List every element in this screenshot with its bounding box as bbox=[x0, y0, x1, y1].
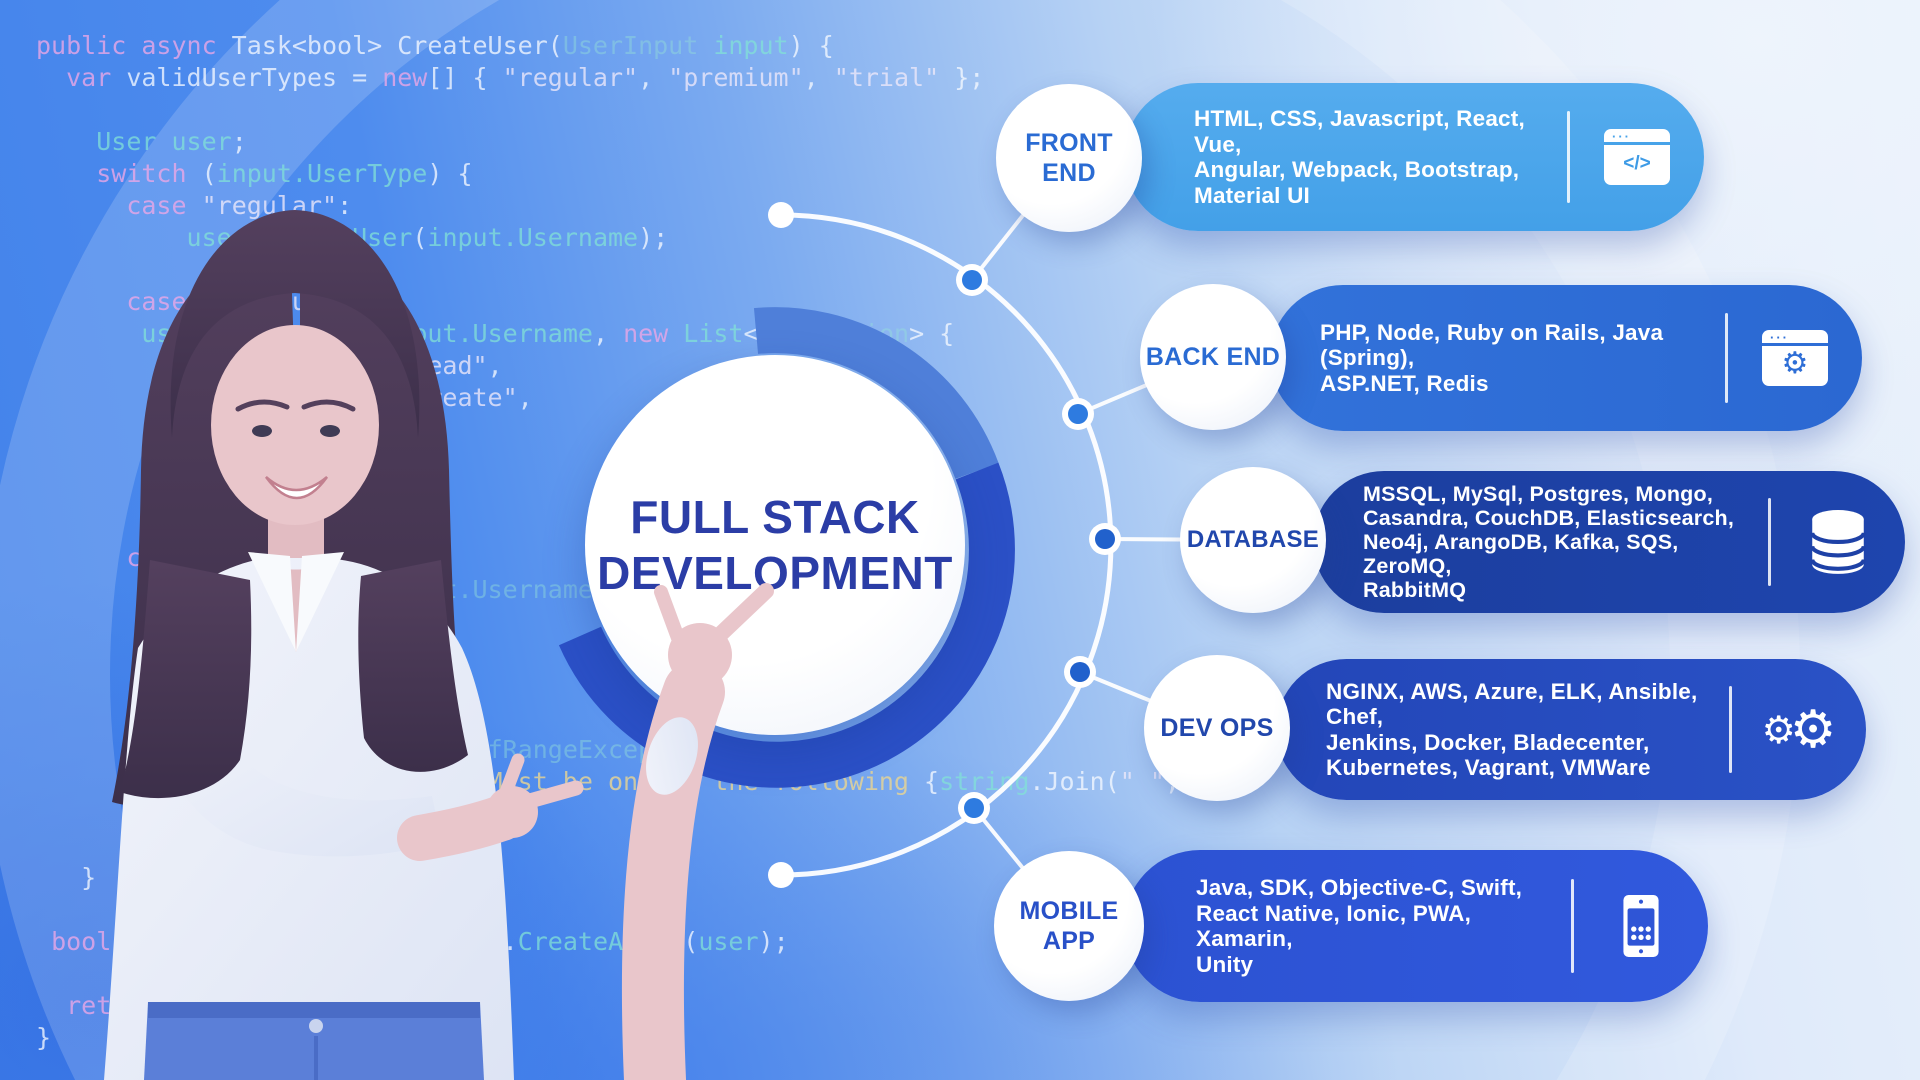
arc-endpoint-dot-bottom bbox=[768, 862, 794, 888]
dev-ops-bubble: DEV OPS bbox=[1144, 655, 1290, 801]
pill-divider bbox=[1729, 685, 1732, 774]
pill-divider bbox=[1725, 312, 1728, 404]
back-end-tech-list: PHP, Node, Ruby on Rails, Java (Spring),… bbox=[1320, 319, 1664, 396]
center-circle: FULL STACK DEVELOPMENT bbox=[585, 355, 965, 735]
browser-gear-icon: ··· ⚙ bbox=[1762, 330, 1828, 386]
gears-icon: ⚙ ⚙ bbox=[1761, 699, 1837, 760]
dev-ops-label: DEV OPS bbox=[1160, 714, 1274, 742]
back-end-pill: PHP, Node, Ruby on Rails, Java (Spring),… bbox=[1270, 285, 1862, 431]
center-title: FULL STACK DEVELOPMENT bbox=[597, 491, 953, 599]
mobile-app-label: MOBILE APP bbox=[1019, 897, 1119, 955]
pill-divider bbox=[1768, 497, 1771, 587]
mobile-app-bubble: MOBILE APP bbox=[994, 851, 1144, 1001]
back-end-bubble: BACK END bbox=[1140, 284, 1286, 430]
dev-ops-pill: NGINX, AWS, Azure, ELK, Ansible, Chef, J… bbox=[1276, 659, 1866, 800]
database-bubble: DATABASE bbox=[1180, 467, 1326, 613]
database-label: DATABASE bbox=[1186, 526, 1320, 553]
arc-endpoint-dot-top bbox=[768, 202, 794, 228]
arc-node-dots bbox=[956, 264, 1121, 824]
front-end-pill: HTML, CSS, Javascript, React, Vue, Angul… bbox=[1124, 83, 1704, 231]
front-end-label: FRONT END bbox=[1025, 129, 1113, 187]
front-end-bubble: FRONT END bbox=[996, 84, 1142, 232]
front-end-tech-list: HTML, CSS, Javascript, React, Vue, Angul… bbox=[1194, 106, 1525, 208]
database-icon bbox=[1810, 510, 1866, 574]
back-end-label: BACK END bbox=[1145, 343, 1281, 371]
mobile-app-tech-list: Java, SDK, Objective-C, Swift, React Nat… bbox=[1196, 875, 1523, 977]
database-tech-list: MSSQL, MySql, Postgres, Mongo, Casandra,… bbox=[1363, 482, 1735, 602]
mobile-icon bbox=[1623, 895, 1659, 957]
pill-divider bbox=[1571, 878, 1574, 974]
mobile-app-pill: Java, SDK, Objective-C, Swift, React Nat… bbox=[1124, 850, 1708, 1002]
pill-divider bbox=[1567, 111, 1570, 203]
browser-code-icon: ··· </> bbox=[1604, 129, 1670, 185]
dev-ops-tech-list: NGINX, AWS, Azure, ELK, Ansible, Chef, J… bbox=[1326, 678, 1698, 781]
database-pill: MSSQL, MySql, Postgres, Mongo, Casandra,… bbox=[1313, 471, 1905, 613]
